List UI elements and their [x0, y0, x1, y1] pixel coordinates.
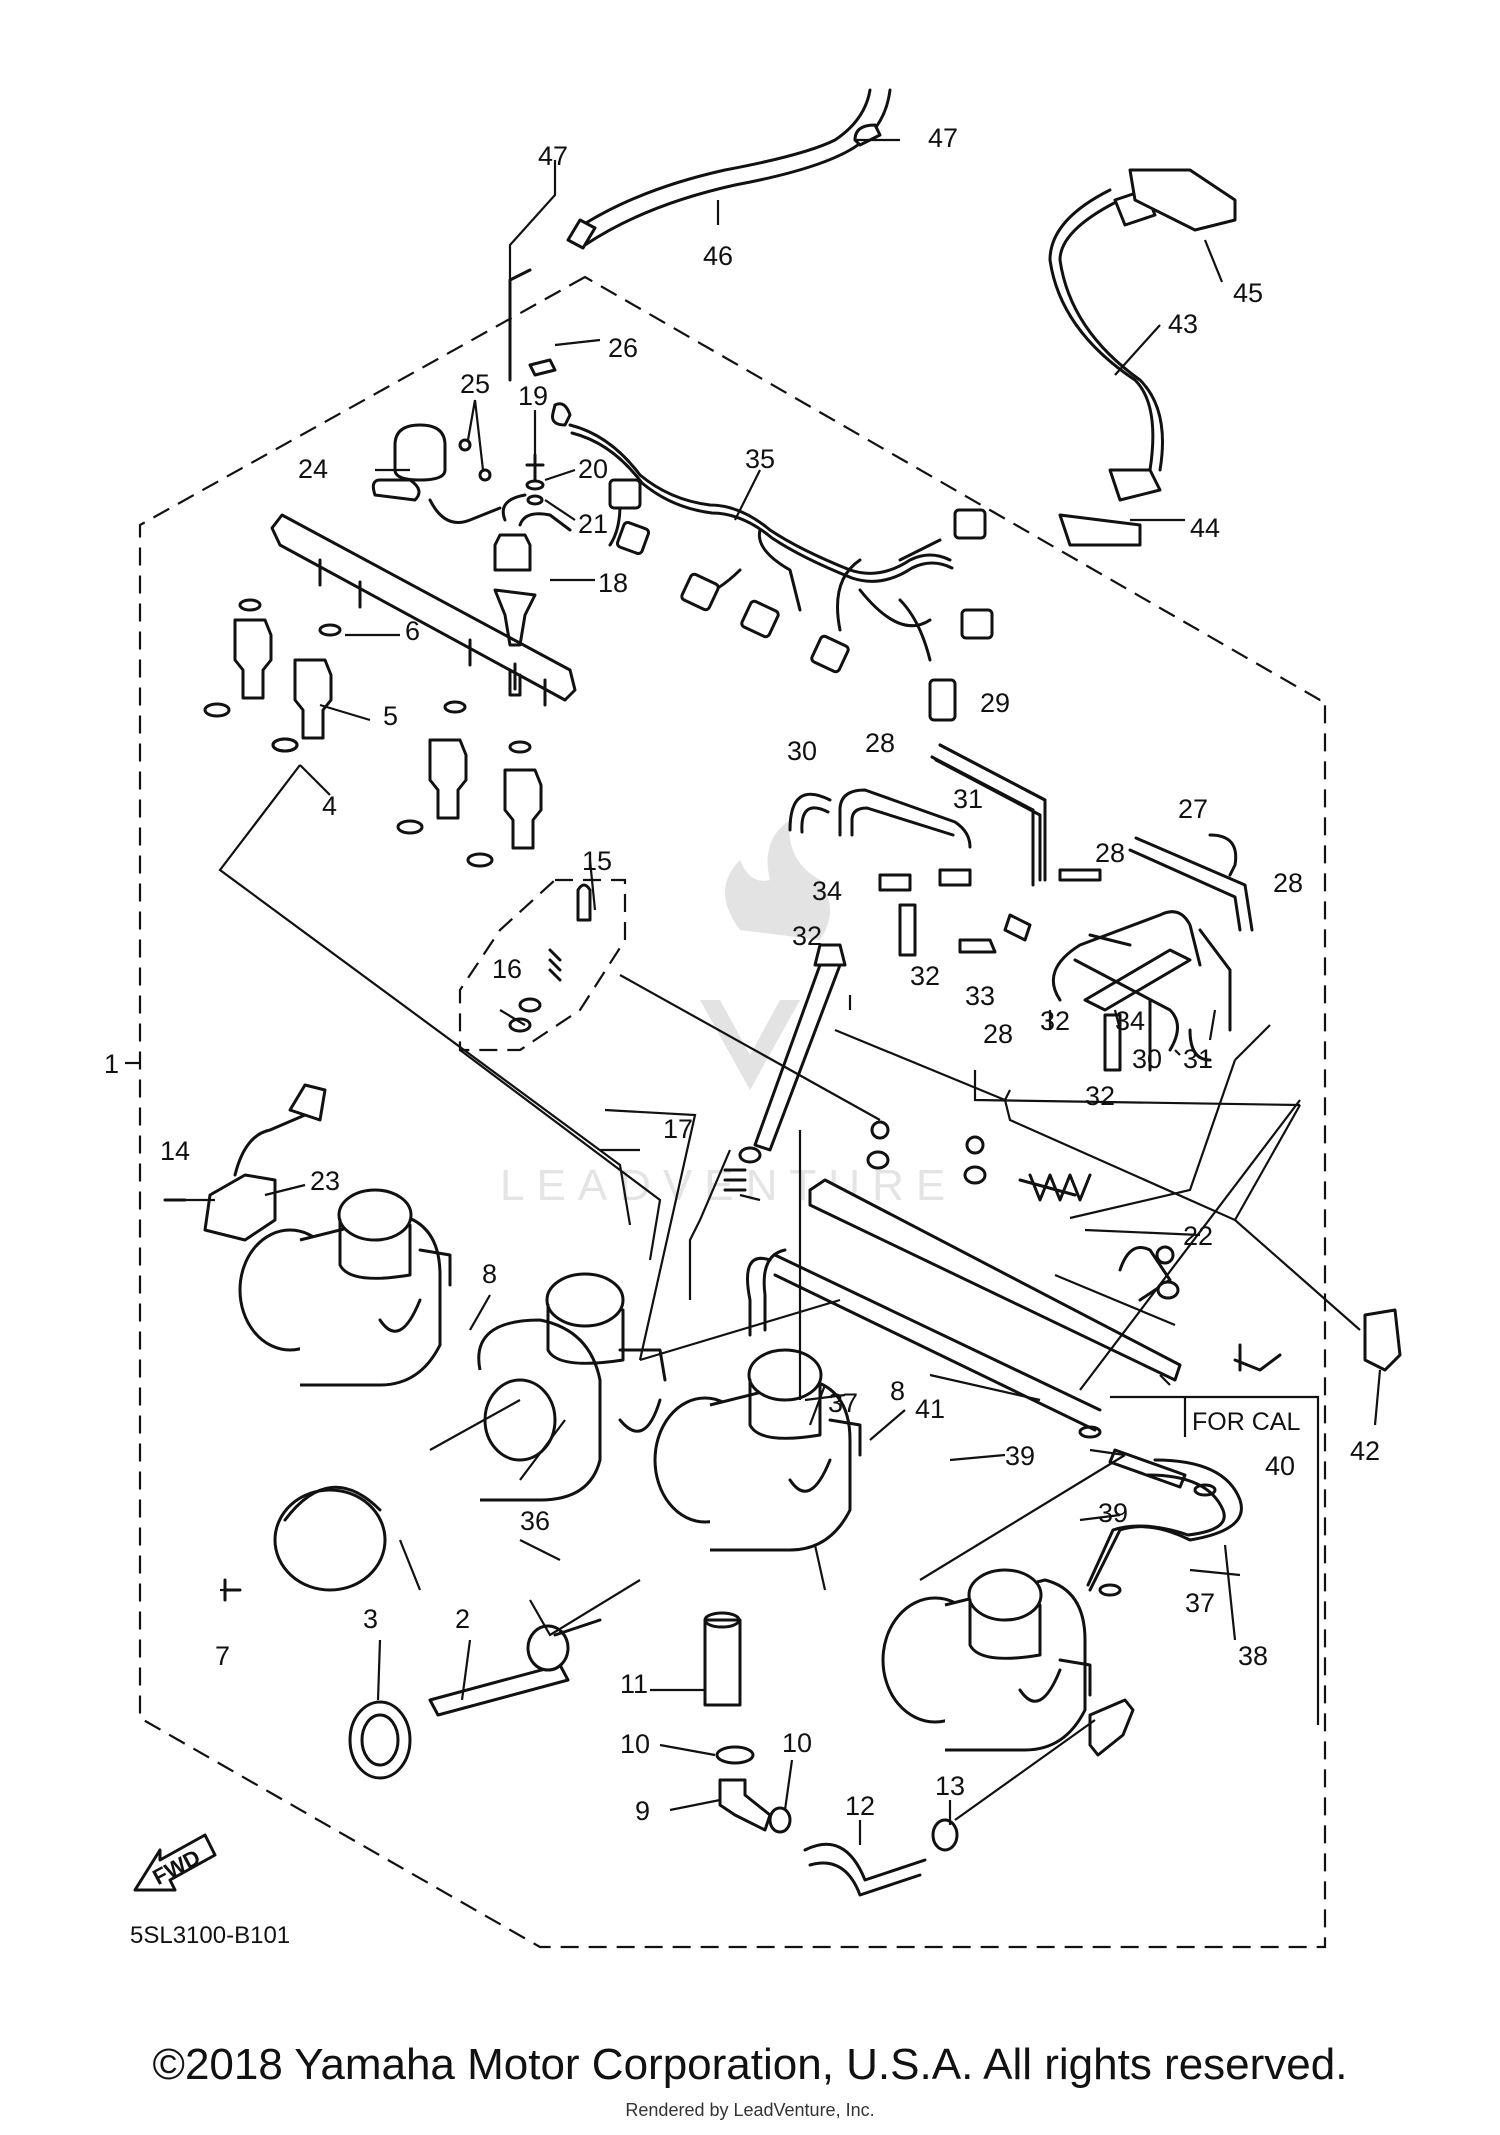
diagram-code: 5SL3100-B101 — [130, 1922, 291, 1949]
pressure-regulator — [371, 423, 502, 524]
callout-43: 43 — [1168, 309, 1198, 339]
callout-25: 25 — [460, 369, 490, 399]
top-hoses — [508, 88, 1237, 547]
throttle-body-1 — [238, 1188, 452, 1387]
callout-8b: 8 — [890, 1376, 905, 1406]
callout-1: 1 — [104, 1049, 119, 1079]
callout-20: 20 — [578, 454, 608, 484]
callout-13: 13 — [935, 1771, 965, 1801]
callout-labels: 1 2 3 4 5 6 7 8 8 9 10 10 11 12 13 14 15… — [104, 123, 1380, 1826]
fuel-injectors — [203, 598, 543, 868]
callout-10b: 10 — [782, 1728, 812, 1758]
callout-24: 24 — [298, 454, 328, 484]
callout-41: 41 — [915, 1394, 945, 1424]
callout-16: 16 — [492, 954, 522, 984]
callout-26: 26 — [608, 333, 638, 363]
hose-26 — [528, 358, 557, 377]
leadventure-watermark: LEADVENTURE — [500, 820, 957, 1210]
hose-29 — [938, 743, 1047, 802]
callout-21: 21 — [578, 509, 608, 539]
leader-lines — [165, 138, 1382, 1845]
copyright-notice: ©2018 Yamaha Motor Corporation, U.S.A. A… — [152, 2040, 1348, 2089]
adjuster-rod — [723, 943, 847, 1192]
callout-4: 4 — [322, 791, 337, 821]
callout-14: 14 — [160, 1136, 190, 1166]
for-cal-box: FOR CAL — [1110, 1395, 1320, 1725]
callout-2: 2 — [455, 1604, 470, 1634]
vacuum-hoses — [788, 743, 1254, 1072]
screw-and-spring-15 — [508, 883, 592, 1033]
throttle-body-4 — [881, 1568, 1092, 1752]
right-lower-hoses — [746, 1248, 1243, 1597]
callout-28b: 28 — [1095, 838, 1125, 868]
callout-28a: 28 — [865, 728, 895, 758]
wire-harness — [551, 402, 994, 722]
fwd-arrow: FWD — [133, 1833, 217, 1892]
for-cal-label: FOR CAL — [1192, 1408, 1300, 1436]
watermark-text: LEADVENTURE — [500, 1161, 957, 1210]
callout-30b: 30 — [1132, 1044, 1162, 1074]
callout-12: 12 — [845, 1791, 875, 1821]
callout-3: 3 — [363, 1604, 378, 1634]
callout-44: 44 — [1190, 513, 1220, 543]
small-fasteners — [458, 438, 545, 506]
callout-27: 27 — [1178, 794, 1208, 824]
callout-37a: 37 — [828, 1388, 858, 1418]
callout-46: 46 — [703, 241, 733, 271]
callout-33: 33 — [965, 981, 995, 1011]
callout-35: 35 — [745, 444, 775, 474]
callout-30a: 30 — [787, 736, 817, 766]
fuel-rail — [270, 513, 577, 707]
callout-11: 11 — [620, 1669, 648, 1699]
callout-39a: 39 — [1005, 1441, 1035, 1471]
callout-39b: 39 — [1098, 1498, 1128, 1528]
callout-17: 17 — [663, 1114, 693, 1144]
callout-29: 29 — [980, 688, 1010, 718]
callout-31a: 31 — [953, 784, 983, 814]
callout-32a: 32 — [792, 921, 822, 951]
sensor-bracket — [493, 493, 572, 647]
callout-22: 22 — [1183, 1221, 1213, 1251]
callout-32d: 32 — [1085, 1081, 1115, 1111]
callout-37b: 37 — [1185, 1588, 1215, 1618]
assembly-boundary — [138, 275, 1327, 1949]
throttle-body-3 — [653, 1348, 862, 1552]
rendered-by-note: Rendered by LeadVenture, Inc. — [625, 2100, 875, 2120]
callout-8a: 8 — [482, 1259, 497, 1289]
callout-6: 6 — [405, 616, 420, 646]
callout-15: 15 — [582, 846, 612, 876]
callout-9: 9 — [635, 1796, 650, 1826]
group-box-15 — [458, 878, 627, 1052]
callout-40: 40 — [1265, 1451, 1295, 1481]
callout-38: 38 — [1238, 1641, 1268, 1671]
callout-32b: 32 — [910, 961, 940, 991]
callout-31b: 31 — [1183, 1044, 1213, 1074]
callout-18: 18 — [598, 568, 628, 598]
callout-19: 19 — [518, 381, 548, 411]
callout-47a: 47 — [538, 141, 568, 171]
callout-42: 42 — [1350, 1436, 1380, 1466]
callout-36: 36 — [520, 1506, 550, 1536]
throttle-body-2 — [477, 1272, 667, 1502]
callout-34b: 34 — [1115, 1006, 1145, 1036]
throttle-link-bracket — [808, 1120, 1402, 1382]
callout-5: 5 — [383, 701, 398, 731]
callout-32c: 32 — [1040, 1006, 1070, 1036]
callout-34a: 34 — [812, 876, 842, 906]
callout-7: 7 — [215, 1641, 230, 1671]
callout-45: 45 — [1233, 278, 1263, 308]
callout-28c: 28 — [1273, 868, 1303, 898]
callout-10a: 10 — [620, 1729, 650, 1759]
callout-23: 23 — [310, 1166, 340, 1196]
callout-28d: 28 — [983, 1019, 1013, 1049]
throttle-position-sensor — [163, 1083, 327, 1242]
callout-47b: 47 — [928, 123, 958, 153]
lower-parts — [223, 1485, 1135, 1897]
